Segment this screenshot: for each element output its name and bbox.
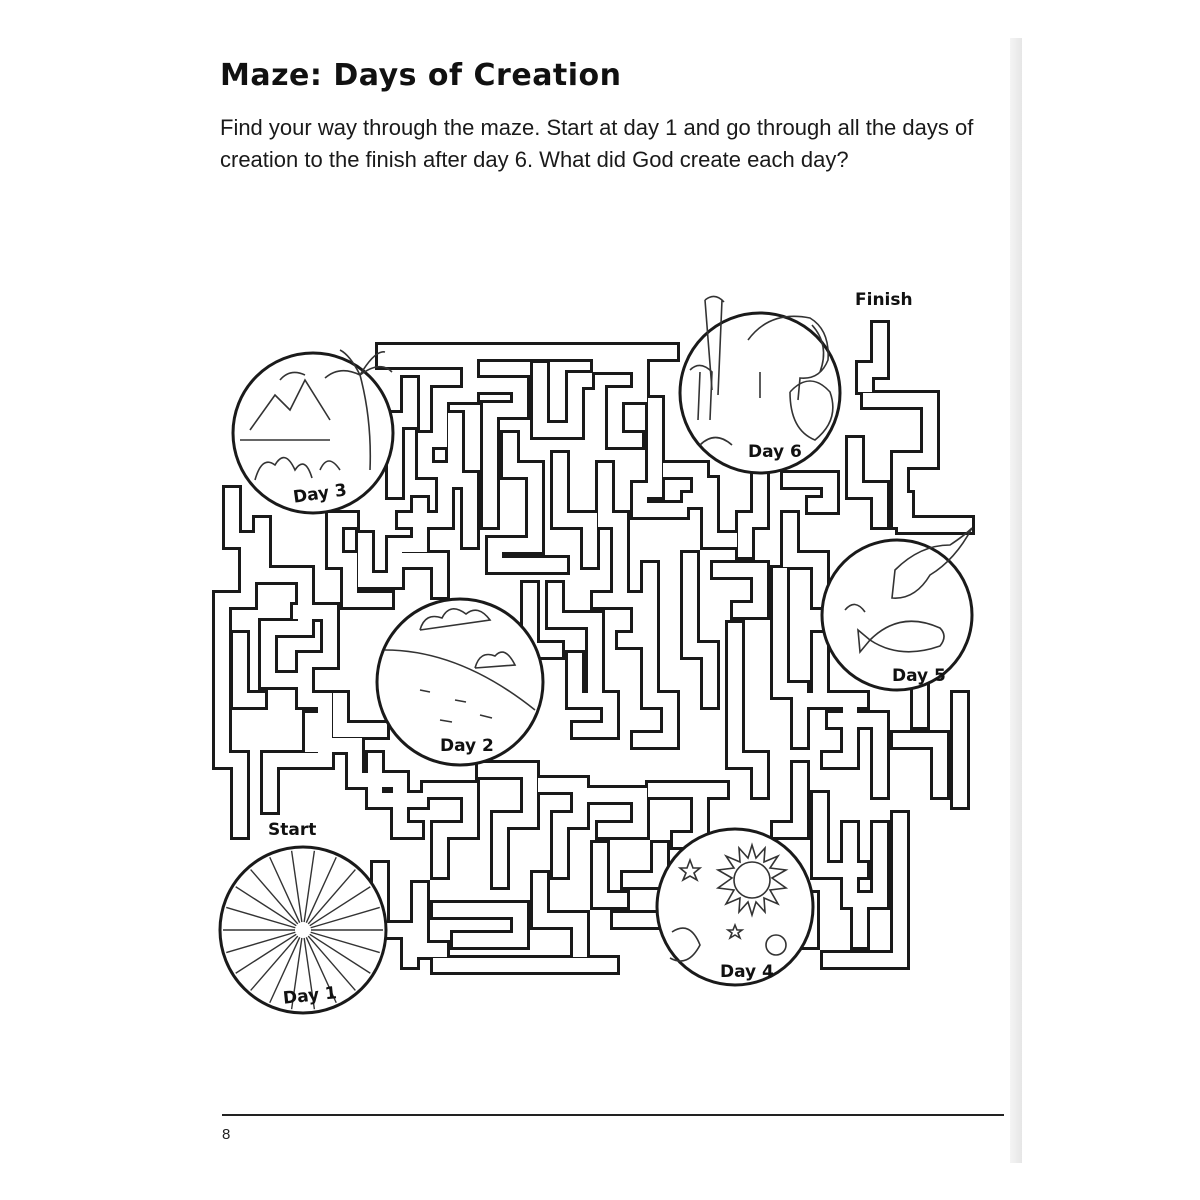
finish-label: Finish [855, 290, 913, 310]
day-6-label: Day 6 [748, 442, 802, 462]
day-4-circle [655, 827, 815, 987]
birds-fish-icon [844, 527, 973, 654]
day-5-circle [820, 527, 974, 692]
page-edge-shadow [1010, 38, 1022, 1163]
page-number: 8 [222, 1126, 231, 1143]
footer-divider [222, 1114, 1004, 1116]
instructions-text: Find your way through the maze. Start at… [220, 115, 974, 172]
day-2-label: Day 2 [440, 736, 494, 756]
land-plants-icon [240, 349, 393, 481]
page-title: Maze: Days of Creation [220, 58, 622, 93]
day-2-circle [375, 597, 545, 767]
land-animals-icon [689, 295, 834, 446]
day-5-label: Day 5 [892, 666, 946, 686]
day-1-circle [218, 845, 388, 1015]
light-rays-icon [223, 850, 383, 1010]
day-4-label: Day 4 [720, 962, 774, 982]
sun-moon-stars-icon [669, 842, 789, 962]
sky-clouds-icon [384, 608, 536, 723]
day-3-circle [231, 349, 395, 515]
maze-paths[interactable] [212, 320, 975, 975]
day-6-circle [678, 295, 842, 475]
start-label: Start [268, 820, 317, 840]
